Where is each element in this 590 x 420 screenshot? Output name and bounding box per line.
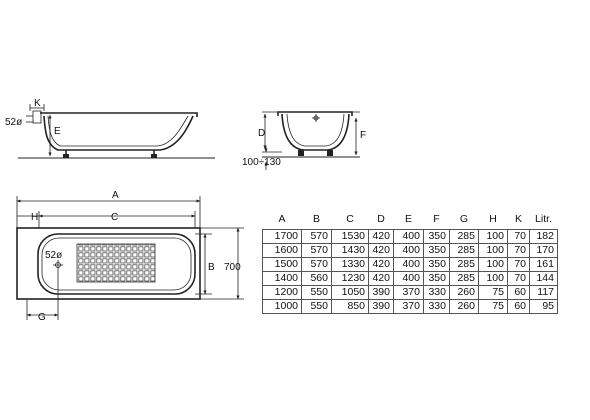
table-cell: 570 (301, 257, 332, 272)
table-cell: 117 (529, 285, 558, 300)
table-cell: 570 (301, 229, 332, 244)
table-cell: 420 (368, 271, 394, 286)
table-cell: 350 (423, 243, 450, 258)
table-cell: 285 (449, 271, 479, 286)
table-cell: 1600 (262, 243, 302, 258)
column-header: A (278, 213, 286, 225)
table-cell: 1430 (331, 243, 369, 258)
top-view: A H C 52ø B 700 G (16, 190, 244, 323)
end-label-d: D (258, 128, 265, 139)
side-view: K 52ø E (5, 98, 215, 159)
end-label-f: F (360, 130, 366, 141)
table-cell: 400 (393, 271, 424, 286)
table-cell: 260 (449, 299, 479, 314)
table-cell: 1200 (262, 285, 302, 300)
top-label-52: 52ø (45, 250, 62, 261)
table-cell: 350 (423, 257, 450, 272)
table-cell: 161 (529, 257, 558, 272)
table-row: 1500 570 1330 420 400 350 285 100 70 161 (262, 257, 558, 272)
table-cell: 390 (368, 299, 394, 314)
side-label-k: K (34, 98, 41, 109)
table-row: 1000 550 850 390 370 330 260 75 60 95 (262, 299, 558, 314)
table-row: 1600 570 1430 420 400 350 285 100 70 170 (262, 243, 558, 258)
column-header: F (433, 213, 440, 225)
table-cell: 560 (301, 271, 332, 286)
table-cell: 100 (478, 243, 508, 258)
table-cell: 400 (393, 243, 424, 258)
table-cell: 75 (478, 285, 508, 300)
table-cell: 70 (507, 257, 530, 272)
column-header: Litr. (535, 213, 552, 225)
table-cell: 285 (449, 243, 479, 258)
table-cell: 1500 (262, 257, 302, 272)
column-header: H (489, 213, 497, 225)
column-header: C (346, 213, 354, 225)
table-cell: 260 (449, 285, 479, 300)
end-view: D F 100÷130 (242, 111, 366, 170)
table-cell: 350 (423, 271, 450, 286)
column-header: G (459, 213, 469, 225)
top-label-a: A (112, 190, 119, 201)
table-cell: 285 (449, 257, 479, 272)
table-cell: 70 (507, 271, 530, 286)
table-cell: 350 (423, 229, 450, 244)
table-cell: 1400 (262, 271, 302, 286)
table-cell: 70 (507, 229, 530, 244)
table-cell: 550 (301, 299, 332, 314)
table-cell: 60 (507, 299, 530, 314)
table-row: 1200 550 1050 390 370 330 260 75 60 117 (262, 285, 558, 300)
table-cell: 390 (368, 285, 394, 300)
table-cell: 1330 (331, 257, 369, 272)
table-cell: 1000 (262, 299, 302, 314)
column-header: K (514, 213, 522, 225)
table-cell: 100 (478, 271, 508, 286)
top-label-c: C (111, 212, 118, 223)
column-header: D (377, 213, 385, 225)
table-cell: 570 (301, 243, 332, 258)
top-label-b: B (208, 262, 215, 273)
table-row: 1400 560 1230 420 400 350 285 100 70 144 (262, 271, 558, 286)
table-cell: 330 (423, 285, 450, 300)
table-cell: 330 (423, 299, 450, 314)
table-row: 1700 570 1530 420 400 350 285 100 70 182 (262, 229, 558, 244)
top-label-700: 700 (224, 262, 241, 273)
table-cell: 1230 (331, 271, 369, 286)
side-label-52: 52ø (5, 117, 22, 128)
table-cell: 400 (393, 229, 424, 244)
table-cell: 70 (507, 243, 530, 258)
table-cell: 420 (368, 243, 394, 258)
table-cell: 400 (393, 257, 424, 272)
table-cell: 420 (368, 229, 394, 244)
table-cell: 60 (507, 285, 530, 300)
table-cell: 95 (529, 299, 558, 314)
dimensions-table: A B C D E F G H K Litr. 1700 570 1530 42… (262, 212, 558, 314)
table-cell: 370 (393, 285, 424, 300)
side-label-e: E (54, 126, 61, 137)
table-cell: 170 (529, 243, 558, 258)
table-cell: 1050 (331, 285, 369, 300)
table-cell: 75 (478, 299, 508, 314)
column-header: E (404, 213, 412, 225)
table-cell: 850 (331, 299, 369, 314)
top-label-g: G (38, 312, 46, 323)
table-cell: 182 (529, 229, 558, 244)
table-cell: 550 (301, 285, 332, 300)
table-cell: 285 (449, 229, 479, 244)
table-cell: 100 (478, 257, 508, 272)
table-cell: 144 (529, 271, 558, 286)
column-header: B (312, 213, 320, 225)
top-label-h: H (31, 212, 38, 223)
table-cell: 100 (478, 229, 508, 244)
table-cell: 1530 (331, 229, 369, 244)
table-cell: 370 (393, 299, 424, 314)
table-cell: 420 (368, 257, 394, 272)
table-cell: 1700 (262, 229, 302, 244)
table-header-row: A B C D E F G H K Litr. (263, 212, 558, 230)
end-label-100-130: 100÷130 (242, 157, 281, 168)
